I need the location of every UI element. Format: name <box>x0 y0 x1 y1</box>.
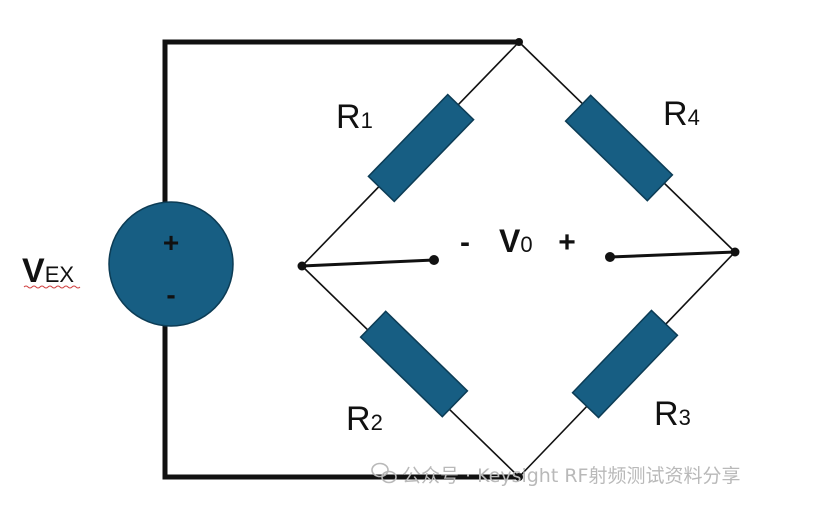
resistors <box>359 93 679 419</box>
terminal-minus <box>429 255 439 265</box>
r3-label-main: R <box>654 395 679 433</box>
source-label-main: V <box>22 252 45 290</box>
wechat-icon <box>371 462 397 484</box>
nodes <box>297 38 740 481</box>
r4-label-main: R <box>663 95 688 133</box>
output-label-sub: 0 <box>520 232 532 257</box>
output-lead-left <box>301 258 435 268</box>
r2-label-main: R <box>346 400 371 438</box>
bottom-wire <box>162 322 519 480</box>
watermark: 公众号 · Keysight RF射频测试资料分享 <box>371 462 740 487</box>
r4-label-sub: 4 <box>688 105 700 130</box>
source-label: VEX <box>22 252 74 290</box>
node-right <box>730 247 740 257</box>
resistor-r4 <box>564 94 674 202</box>
output-plus: + <box>558 226 576 259</box>
output-minus: - <box>460 226 470 259</box>
output-label-main: V <box>499 223 521 259</box>
output-lead-right <box>609 250 736 259</box>
node-top <box>515 38 523 46</box>
voltage-source: + - <box>108 201 234 327</box>
source-label-sub: EX <box>45 262 75 287</box>
spellcheck-underline <box>23 285 81 289</box>
voltage-source-circle <box>108 201 234 327</box>
output-leads <box>301 250 736 268</box>
source-plus: + <box>163 227 179 258</box>
r2-label-sub: 2 <box>371 410 383 435</box>
terminal-plus <box>605 252 615 262</box>
resistor-r1 <box>367 93 475 203</box>
source-wires <box>162 39 519 480</box>
source-minus: - <box>166 279 175 310</box>
r1-label-main: R <box>336 98 361 136</box>
r2-label: R2 <box>346 400 383 438</box>
r3-label: R3 <box>654 395 691 433</box>
node-bottom <box>515 473 523 481</box>
watermark-text: 公众号 · Keysight RF射频测试资料分享 <box>402 465 740 487</box>
node-left <box>297 261 307 271</box>
r4-label: R4 <box>663 95 700 133</box>
r1-label: R1 <box>336 98 373 136</box>
output-label: V0 <box>499 223 533 259</box>
resistor-r3 <box>571 309 679 419</box>
top-wire <box>162 39 519 205</box>
r3-label-sub: 3 <box>679 405 691 430</box>
r1-label-sub: 1 <box>361 108 373 133</box>
resistor-r2 <box>359 310 469 418</box>
